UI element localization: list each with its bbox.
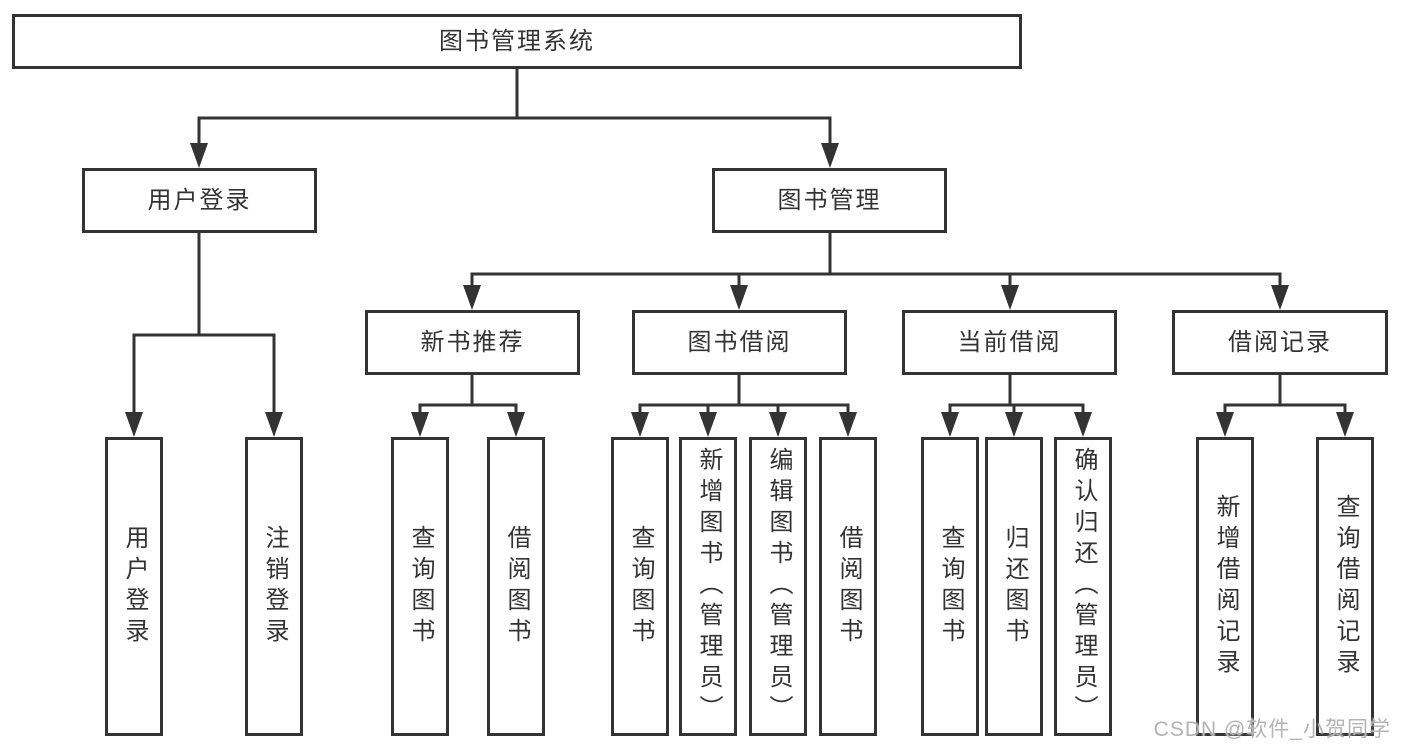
leaf-edit-books: 编辑图书（管理员）	[749, 437, 807, 736]
leaf-user-login: 用户登录	[105, 437, 163, 736]
node-current-borrow: 当前借阅	[902, 310, 1117, 375]
node-borrow-records: 借阅记录	[1172, 310, 1388, 375]
node-book-mgmt: 图书管理	[712, 168, 947, 233]
leaf-add-borrow-record: 新增借阅记录	[1196, 437, 1254, 736]
node-root: 图书管理系统	[12, 14, 1022, 69]
leaf-borrow-books-b: 借阅图书	[819, 437, 877, 736]
node-user-login: 用户登录	[82, 168, 317, 233]
leaf-borrow-books-a: 借阅图书	[487, 437, 545, 736]
node-new-books: 新书推荐	[365, 310, 580, 375]
leaf-query-books-b: 查询图书	[611, 437, 669, 736]
leaf-logout: 注销登录	[245, 437, 303, 736]
leaf-query-borrow-record: 查询借阅记录	[1316, 437, 1374, 736]
csdn-watermark: CSDN @软件_小贺同学	[1153, 718, 1391, 741]
leaf-add-books: 新增图书（管理员）	[679, 437, 737, 736]
leaf-return-books: 归还图书	[985, 437, 1043, 736]
leaf-query-books-a: 查询图书	[391, 437, 449, 736]
leaf-confirm-return: 确认归还（管理员）	[1054, 437, 1112, 736]
node-book-borrow: 图书借阅	[632, 310, 847, 375]
leaf-query-books-c: 查询图书	[921, 437, 979, 736]
